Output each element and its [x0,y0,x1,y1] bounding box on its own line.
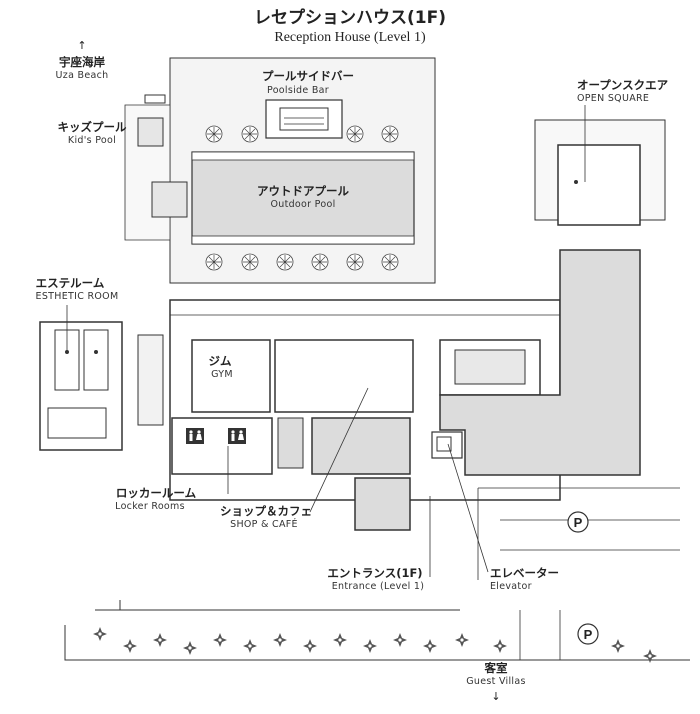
elevator-label-en: Elevator [490,581,532,592]
gym-label-en: GYM [211,369,233,380]
gym-label-jp: ジム [208,354,232,368]
elevator-label-jp: エレベーター [490,566,559,580]
guest-villas-label-en: Guest Villas [466,676,526,687]
page-title-en: Reception House (Level 1) [274,30,426,45]
east-hall [439,249,641,476]
leader-elevator [447,443,489,573]
kids-pool-hut [144,94,166,104]
shop-cafe-label-en: SHOP & CAFÉ [230,519,298,530]
entrance-label-en: Entrance (Level 1) [331,581,425,592]
outdoor-pool [191,151,415,245]
locker-rooms [171,417,273,475]
central-hall [311,417,411,475]
entrance-road [64,600,690,661]
esthetic-room-label-en: ESTHETIC ROOM [35,291,119,302]
deck-steps [151,181,188,218]
parking-symbol-south: P [584,627,593,642]
parking-marker-north [567,511,589,533]
entrance-vestibule [354,477,411,531]
guest-villas-label-jp: 客室 [484,661,508,675]
outdoor-pool-label-jp: アウトドアプール [257,184,349,198]
parking-symbol-north: P [574,515,583,530]
parking-marker-south [577,623,599,645]
outdoor-pool-label-en: Outdoor Pool [270,199,336,210]
entrance-label-jp: エントランス(1F) [327,566,423,580]
kids-pool-label-en: Kid's Pool [67,135,117,146]
locker-rooms-label-jp: ロッカールーム [115,486,197,500]
shop-cafe-label-jp: ショップ＆カフェ [220,504,312,518]
guest-villas-arrow: ↓ [491,690,501,703]
uza-beach-label-jp: 宇座海岸 [59,55,105,69]
poolside-bar-label-en: Poolside Bar [267,85,329,96]
poolside-bar-counter [279,107,329,131]
open-square [557,144,641,226]
kids-pool [137,117,164,147]
kids-pool-label-jp: キッズプール [57,120,127,134]
uza-beach-arrow: ↑ [77,39,87,52]
parking-lot [477,487,680,580]
gym [191,339,271,413]
poolside-bar-label-jp: プールサイドバー [262,69,354,83]
open-square-label-en: OPEN SQUARE [577,93,650,104]
uza-beach-label-en: Uza Beach [55,70,109,81]
open-square-label-jp: オープンスクエア [577,78,669,92]
esthetic-room-label-jp: エステルーム [35,276,105,290]
leader-shop [309,387,369,513]
pool-loungers [191,151,415,245]
flower-bed [93,627,657,663]
esthetic-garden [137,334,164,426]
locker-rooms-label-en: Locker Rooms [115,501,185,512]
shop-cafe [274,339,414,413]
page-title-jp: レセプションハウス(1F) [254,8,446,28]
